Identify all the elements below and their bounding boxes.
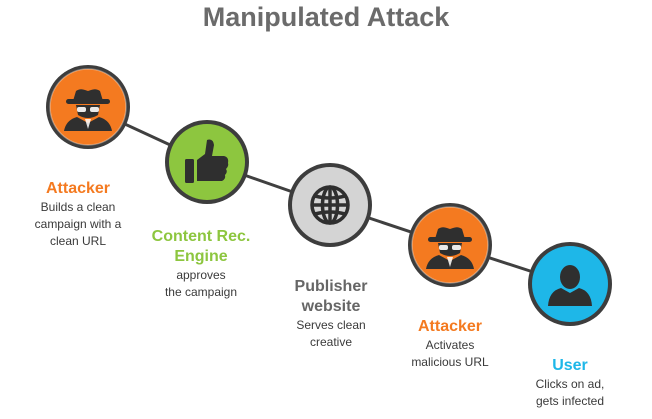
user-icon — [548, 265, 592, 306]
globe-icon — [310, 185, 350, 225]
content-engine-node — [165, 120, 249, 204]
step-content-engine: Content Rec. Engine approves the campaig… — [136, 227, 266, 301]
step-title: Attacker — [417, 318, 483, 335]
publisher-node — [288, 163, 372, 247]
attacker-node — [46, 65, 130, 149]
step-description: Activates malicious URL — [411, 338, 489, 369]
step-attacker-2: Attacker Activates malicious URL — [390, 317, 510, 371]
step-title: Publisher website — [294, 278, 368, 315]
step-title: Content Rec. Engine — [151, 228, 251, 265]
thumbs-up-icon — [185, 139, 229, 183]
step-user: User Clicks on ad, gets infected — [510, 356, 630, 410]
step-description: approves the campaign — [164, 268, 238, 299]
page-title: Manipulated Attack — [202, 2, 450, 32]
user-node — [528, 242, 612, 326]
step-description: Builds a clean campaign with a clean URL — [34, 200, 122, 248]
step-title: Attacker — [45, 180, 111, 197]
step-title: User — [552, 357, 588, 374]
step-publisher: Publisher website Serves clean creative — [266, 277, 396, 351]
attacker-node-2 — [408, 203, 492, 287]
step-attacker: Attacker Builds a clean campaign with a … — [18, 179, 138, 250]
step-description: Clicks on ad, gets infected — [535, 377, 605, 408]
step-description: Serves clean creative — [296, 318, 366, 349]
